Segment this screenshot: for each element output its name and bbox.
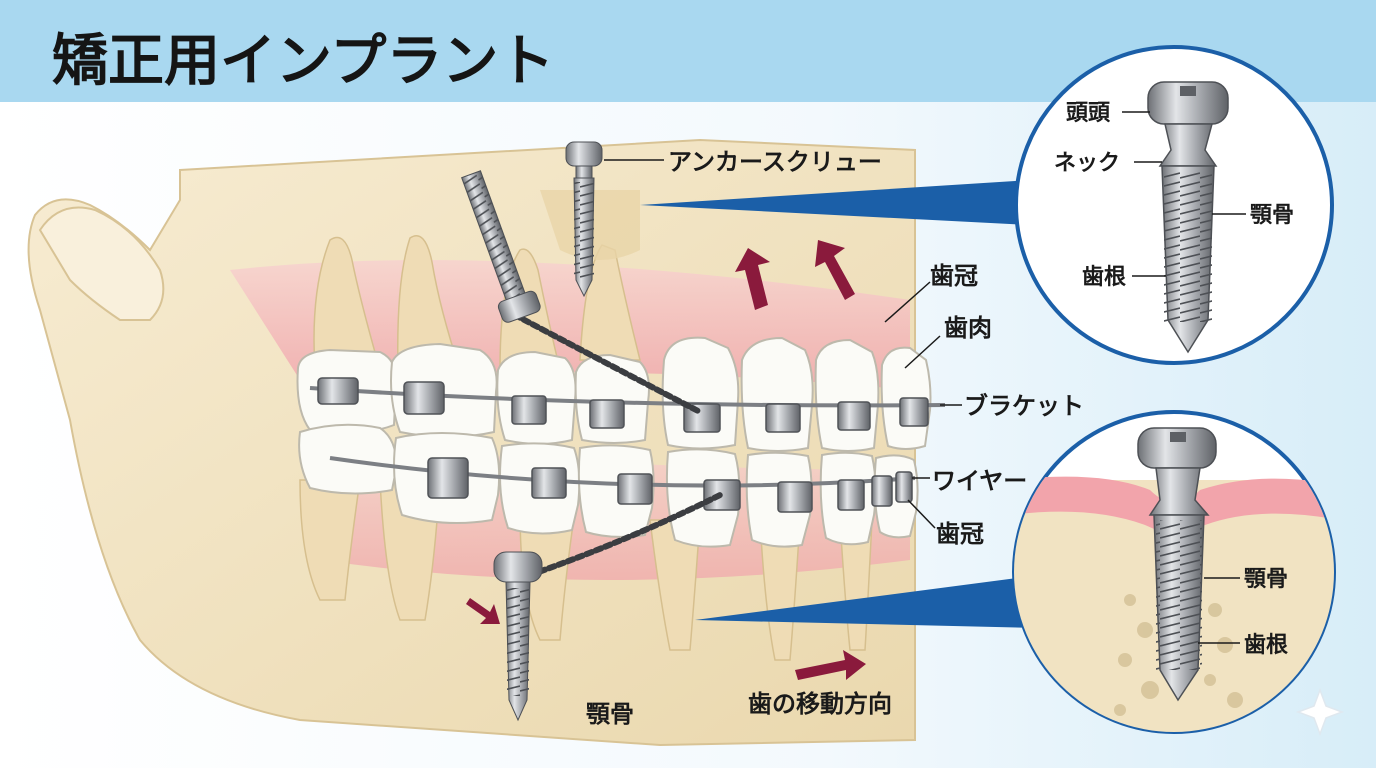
elastic-chain bbox=[512, 312, 723, 578]
inset-top-label-jawbone: 顎骨 bbox=[1250, 203, 1294, 228]
label-bracket: ブラケット bbox=[964, 392, 1084, 420]
label-anchor-screw: アンカースクリュー bbox=[668, 148, 882, 176]
upper-roots bbox=[313, 235, 641, 371]
label-crown-upper: 歯冠 bbox=[930, 262, 978, 290]
inset-top-label-root: 歯根 bbox=[1082, 264, 1126, 290]
inset-bottom bbox=[1012, 410, 1336, 734]
callout-wedge-top bbox=[640, 180, 1030, 225]
inset-bottom-label-jawbone: 顎骨 bbox=[1244, 567, 1288, 592]
anchor-screw-top bbox=[540, 141, 640, 298]
label-jawbone: 顎骨 bbox=[586, 700, 634, 728]
inset-bottom-label-root: 歯根 bbox=[1244, 632, 1288, 658]
label-gum: 歯肉 bbox=[944, 314, 992, 342]
inset-top bbox=[1014, 45, 1334, 365]
upper-brackets bbox=[317, 377, 929, 433]
label-wire: ワイヤー bbox=[932, 467, 1027, 495]
page-title: 矯正用インプラント bbox=[52, 29, 554, 94]
lower-anchor-screw bbox=[493, 551, 543, 722]
leader-lines bbox=[604, 111, 1246, 644]
label-movement-direction: 歯の移動方向 bbox=[748, 690, 892, 718]
inset-top-label-neck: ネック bbox=[1054, 151, 1120, 176]
callout-wedge-bottom bbox=[695, 575, 1040, 628]
lower-brackets bbox=[427, 457, 913, 513]
sparkle-icon bbox=[1295, 687, 1345, 737]
label-crown-lower: 歯冠 bbox=[936, 520, 984, 548]
screw-neck bbox=[1158, 123, 1218, 167]
movement-arrows bbox=[466, 240, 866, 680]
upper-anchor-screw bbox=[461, 170, 541, 323]
inset-top-label-head: 頭頭 bbox=[1066, 101, 1111, 126]
